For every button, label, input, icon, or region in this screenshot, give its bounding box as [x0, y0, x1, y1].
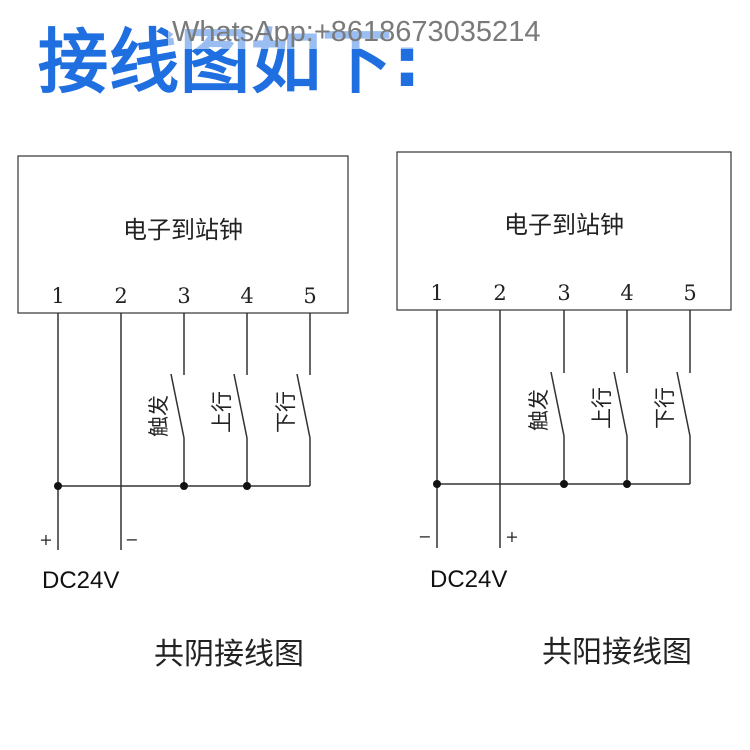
switch-label-up: 上行 [590, 387, 614, 429]
common-cathode-diagram: 电子到站钟 1 2 3 4 5 触发 上行 下行 + − DC24V 共阴接线图 [17, 155, 349, 672]
switch-label-trigger: 触发 [147, 395, 171, 437]
junction-dot [243, 482, 251, 490]
polarity-label: + [39, 530, 52, 549]
trigger-switch [170, 373, 185, 439]
junction-dot [433, 480, 441, 488]
terminal-label: 3 [177, 284, 190, 308]
junction-dot [54, 482, 62, 490]
junction-dot [560, 480, 568, 488]
down-switch [676, 371, 691, 437]
terminal-label: 3 [557, 281, 570, 305]
common-anode-diagram: 电子到站钟 1 2 3 4 5 触发 上行 下行 − + DC24V 共阳接线图 [396, 151, 732, 670]
junction-dot [623, 480, 631, 488]
power-label: DC24V [42, 567, 119, 594]
polarity-label: + [505, 527, 518, 546]
up-switch [233, 373, 248, 439]
junction-dot [180, 482, 188, 490]
clock-device-box [396, 151, 732, 311]
polarity-label: − [418, 527, 431, 546]
down-switch [296, 373, 311, 439]
power-label: DC24V [430, 566, 507, 593]
clock-device-box [17, 155, 349, 314]
switch-label-down: 下行 [274, 391, 298, 433]
watermark-text: WhatsApp:+8618673035214 [168, 16, 545, 49]
terminal-label: 1 [51, 284, 64, 308]
terminal-label: 2 [114, 284, 127, 308]
device-label: 电子到站钟 [123, 216, 243, 244]
diagram-caption: 共阳接线图 [542, 635, 692, 670]
trigger-switch [550, 371, 565, 437]
terminal-label: 4 [620, 281, 633, 305]
terminal-label: 2 [493, 281, 506, 305]
diagram-caption: 共阴接线图 [154, 637, 304, 672]
terminal-label: 4 [240, 284, 253, 308]
switch-label-down: 下行 [653, 387, 677, 429]
terminal-label: 1 [430, 281, 443, 305]
switch-label-up: 上行 [210, 391, 234, 433]
switch-label-trigger: 触发 [527, 389, 551, 431]
terminal-label: 5 [303, 284, 316, 308]
device-label: 电子到站钟 [504, 211, 624, 239]
polarity-label: − [125, 530, 138, 549]
up-switch [613, 371, 628, 437]
terminal-label: 5 [683, 281, 696, 305]
